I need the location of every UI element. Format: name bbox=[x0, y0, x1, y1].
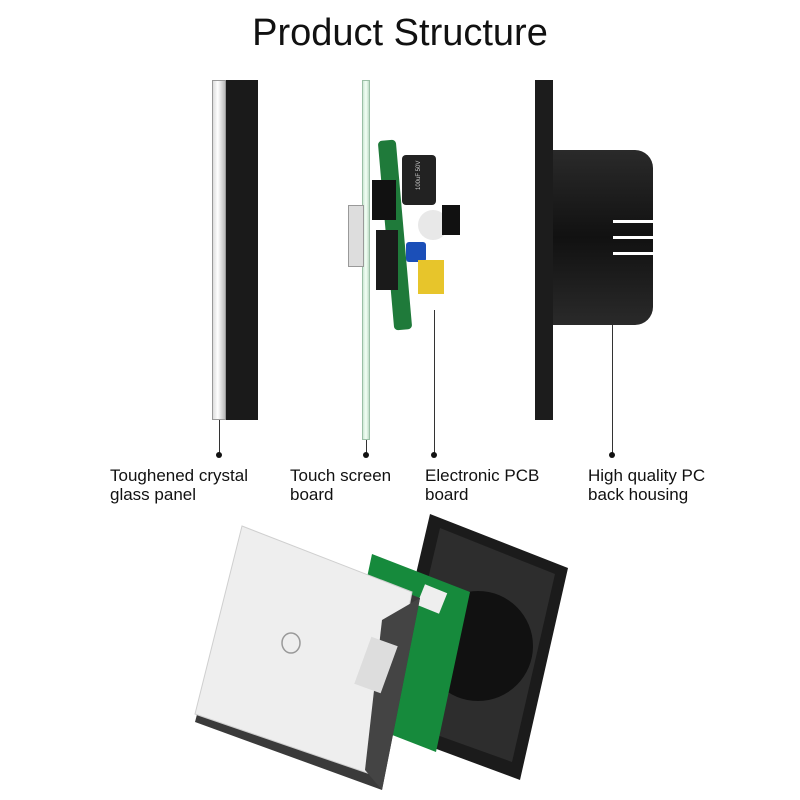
label-line: Electronic PCB bbox=[425, 466, 540, 485]
back-housing-side bbox=[535, 80, 553, 420]
leader-dot-housing bbox=[609, 452, 615, 458]
label-touch-board: Touch screen board bbox=[290, 466, 391, 504]
label-back-housing: High quality PC back housing bbox=[588, 466, 705, 504]
label-line: glass panel bbox=[110, 485, 197, 504]
label-line: board bbox=[425, 485, 469, 504]
leader-dot-touch bbox=[363, 452, 369, 458]
leader-line-glass bbox=[219, 420, 220, 456]
exploded-view bbox=[194, 514, 568, 790]
capacitor-label: 100uF 50V bbox=[416, 160, 422, 190]
pcb-components: 100uF 50V bbox=[372, 150, 462, 320]
label-line: High quality PC bbox=[588, 466, 706, 485]
glass-panel-exploded bbox=[194, 525, 420, 790]
label-glass-panel: Toughened crystal glass panel bbox=[110, 466, 248, 504]
leader-dot-pcb bbox=[431, 452, 437, 458]
glass-panel-side bbox=[212, 80, 258, 420]
label-line: board bbox=[290, 485, 334, 504]
label-line: Touch screen bbox=[290, 466, 392, 485]
leader-line-pcb bbox=[434, 310, 435, 456]
label-pcb-board: Electronic PCB board bbox=[425, 466, 539, 504]
leader-line-housing bbox=[612, 325, 613, 456]
label-line: back housing bbox=[588, 485, 689, 504]
label-line: Toughened crystal bbox=[110, 466, 248, 485]
page-title: Product Structure bbox=[252, 12, 548, 54]
back-housing-body bbox=[553, 150, 653, 325]
leader-line-touch bbox=[366, 440, 367, 456]
leader-dot-glass bbox=[216, 452, 222, 458]
touch-connector bbox=[348, 205, 364, 267]
